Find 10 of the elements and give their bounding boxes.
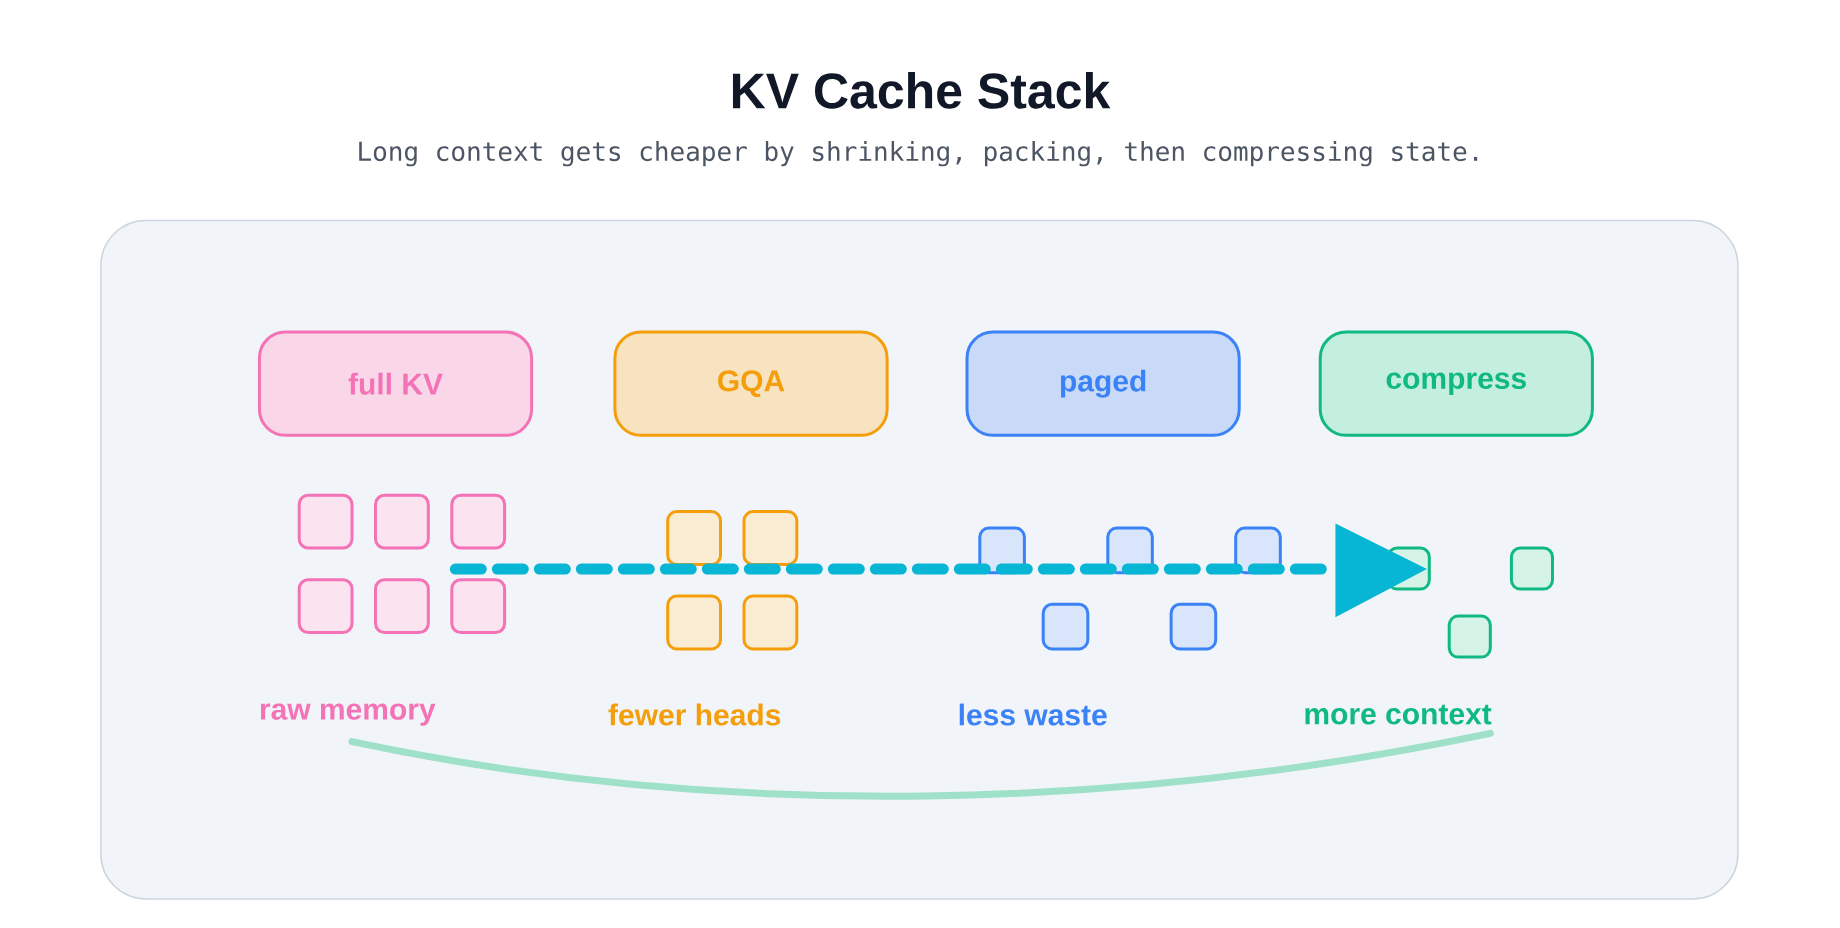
- subtitle: Long context gets cheaper by shrinking, packing, then compressing state.: [359, 141, 1478, 167]
- stage-caption: fewer heads: [608, 703, 781, 726]
- stage-box: GQA: [613, 330, 889, 437]
- stage-caption: less waste: [959, 703, 1107, 726]
- stage-caption: more context: [1305, 704, 1492, 725]
- stage-box: full KV: [257, 330, 534, 437]
- stage-box: compress: [1318, 330, 1594, 437]
- stage-box: paged: [965, 330, 1241, 437]
- stage-caption: raw memory: [260, 703, 436, 726]
- title: KV Cache Stack: [733, 72, 1111, 109]
